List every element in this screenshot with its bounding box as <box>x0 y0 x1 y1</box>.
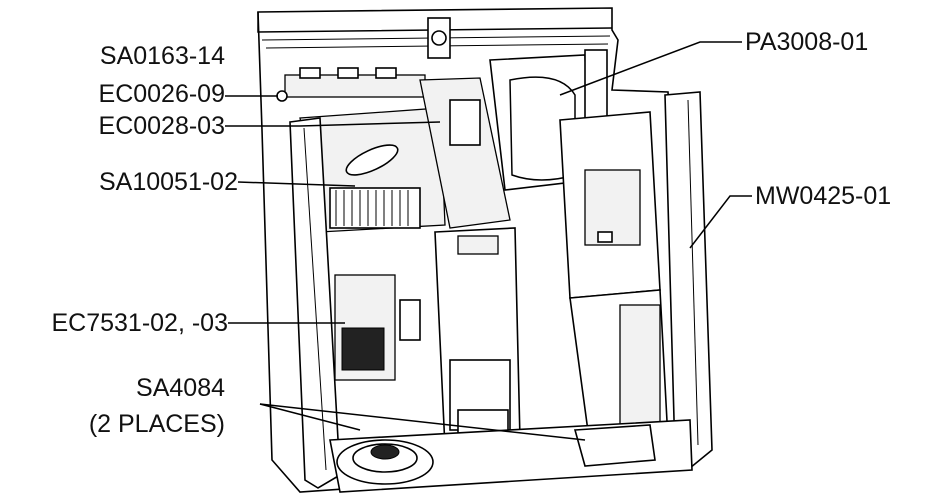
right-side-panel <box>664 91 713 470</box>
label-ec7531: EC7531-02, -03 <box>51 309 228 337</box>
label-sa4084: SA4084 <box>136 374 225 402</box>
label-sa0163: SA0163-14 <box>99 42 225 70</box>
board-component <box>345 144 399 176</box>
label-pa3008: PA3008-01 <box>745 28 869 56</box>
vent-grid <box>341 327 385 371</box>
mounting-screw <box>276 90 288 102</box>
drip-tray <box>573 424 656 467</box>
speaker <box>336 439 434 485</box>
heatsink <box>329 187 421 229</box>
label-mw0425: MW0425-01 <box>755 182 892 210</box>
label-ec0026: EC0026-09 <box>98 80 225 108</box>
label-sa10051: SA10051-02 <box>98 168 238 196</box>
leader-lines <box>225 41 752 441</box>
label-places: (2 PLACES) <box>88 410 225 438</box>
label-ec0028: EC0028-03 <box>98 112 225 140</box>
cabinet-top-edge <box>257 12 613 33</box>
center-column <box>419 77 511 229</box>
